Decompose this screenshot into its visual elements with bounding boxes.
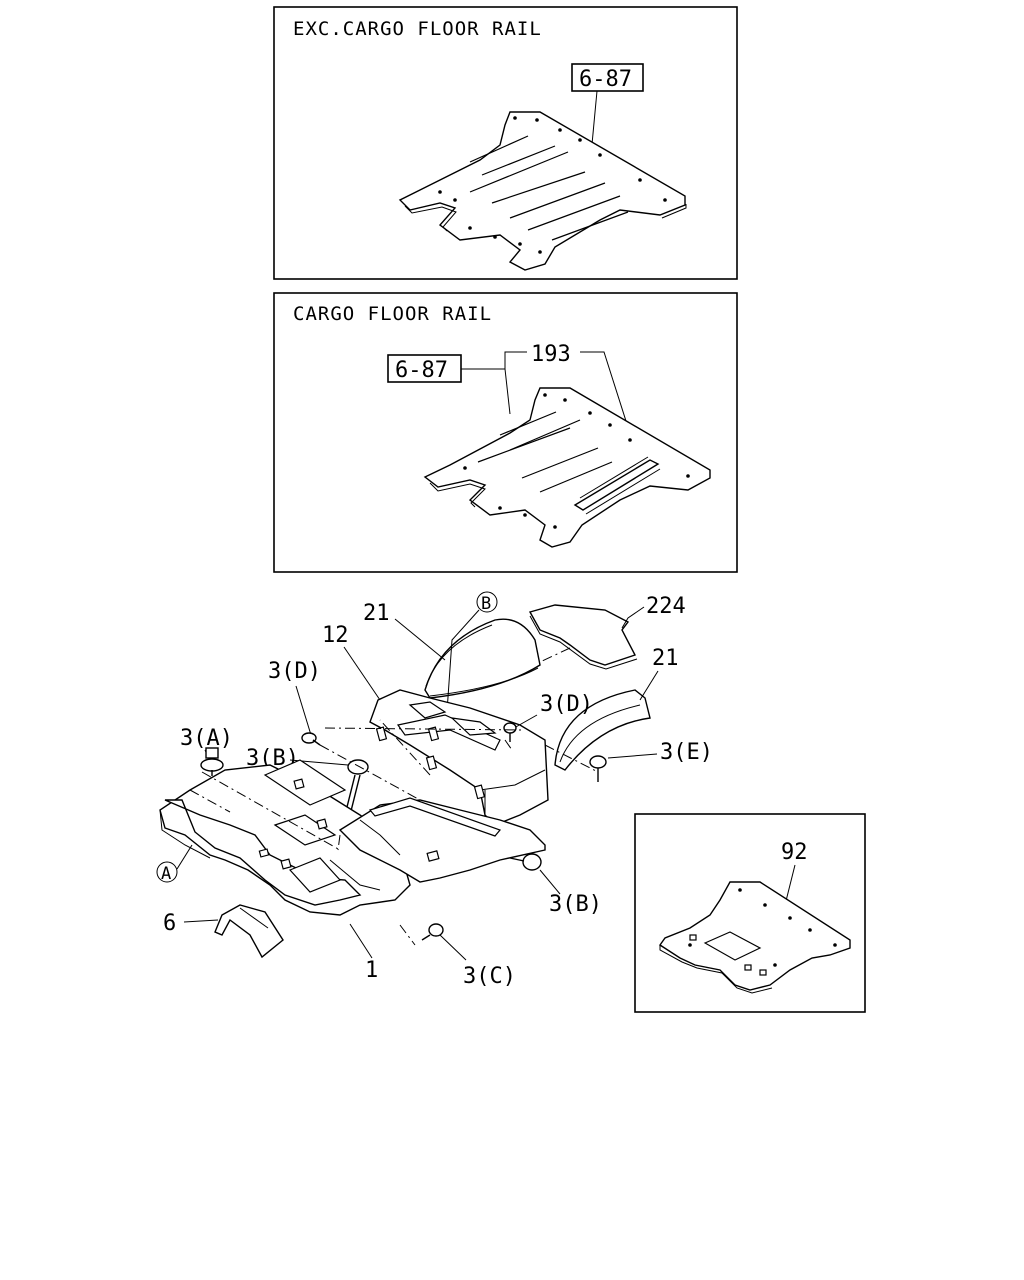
leader-line [183, 919, 219, 923]
callout-224: 224 [646, 594, 686, 619]
leader-line [343, 646, 381, 701]
panel-cargo-floor-rail: CARGO FLOOR RAIL 6-87 193 [273, 292, 738, 573]
leader-line [295, 685, 312, 736]
callout-1: 1 [365, 958, 378, 983]
part-3c-fastener [421, 923, 444, 941]
leader-line [539, 869, 561, 895]
ref-number: 6-87 [579, 67, 632, 92]
panel-alt-floor: 92 [634, 813, 866, 1013]
floor-board-92-illustration [659, 881, 851, 994]
panel-title: CARGO FLOOR RAIL [293, 303, 492, 325]
panel-frame [634, 813, 866, 1013]
callout-3d-left: 3(D) [268, 659, 321, 684]
callout-21-right: 21 [652, 646, 679, 671]
callout-circle-b-letter: B [481, 594, 491, 614]
callout-circle-a [156, 861, 178, 883]
panel-exc-cargo-floor-rail: EXC.CARGO FLOOR RAIL 6-87 [273, 6, 738, 280]
leader-line [621, 606, 645, 629]
panel-frame [273, 292, 738, 573]
panel-title: EXC.CARGO FLOOR RAIL [293, 18, 542, 40]
ref-box [571, 63, 644, 92]
callout-circle-b [476, 591, 498, 613]
leader-line [349, 923, 373, 959]
part-21-wheelhouse-cover [424, 618, 541, 699]
part-224-mat [528, 604, 638, 670]
leader-line [176, 844, 193, 870]
part-label-193: 193 [531, 342, 571, 367]
callout-12: 12 [322, 623, 349, 648]
leader-line [394, 618, 446, 661]
part-21-wheelhouse-right [554, 689, 651, 771]
part-1-floor-carpet-right [338, 797, 546, 883]
callout-3b-right: 3(B) [549, 892, 602, 917]
leader-line [784, 864, 796, 906]
callout-6: 6 [163, 911, 176, 936]
part-label-92: 92 [781, 840, 808, 865]
callout-21-top: 21 [363, 601, 390, 626]
leader-line [439, 934, 467, 961]
callout-circle-a-letter: A [161, 864, 171, 884]
callout-3e: 3(E) [660, 740, 713, 765]
part-3d-clip-left [301, 732, 321, 746]
leader-line [639, 670, 659, 701]
floor-board-with-rail-illustration [423, 387, 711, 548]
part-1-floor-carpet [159, 759, 411, 916]
leader-line [461, 351, 527, 370]
leader-line [513, 714, 538, 729]
leader-line [504, 368, 511, 415]
leader-line [607, 753, 658, 759]
part-12-cover-panel [369, 689, 549, 826]
part-3b-fastener-right [509, 853, 542, 871]
floor-board-illustration [398, 111, 687, 271]
callout-3c: 3(C) [463, 964, 516, 989]
ref-number: 6-87 [395, 358, 448, 383]
part-3d-clip-right [503, 722, 517, 742]
main-assembly: 224 21 B 12 [156, 591, 713, 989]
callout-3d-right: 3(D) [540, 692, 593, 717]
part-3a-fastener [200, 747, 224, 776]
panel-frame [273, 6, 738, 280]
assembly-center-lines [189, 647, 599, 946]
callout-3a: 3(A) [180, 726, 233, 751]
part-6-tunnel-cover [214, 904, 284, 959]
